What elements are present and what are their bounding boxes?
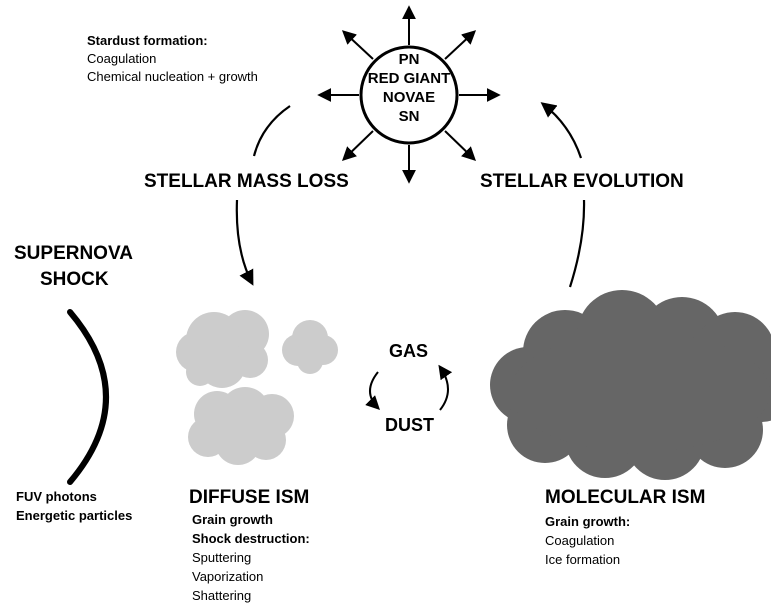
evolution-arrow bbox=[540, 102, 583, 159]
molecular-ism-title: MOLECULAR ISM bbox=[545, 487, 706, 508]
gas-label: GAS bbox=[389, 341, 429, 361]
molecular-cloud-icon bbox=[490, 290, 771, 480]
stardust-heading: Stardust formation: bbox=[87, 33, 208, 48]
diffuse-cloud-icon bbox=[176, 310, 338, 465]
star-burst-icon bbox=[317, 5, 501, 184]
evolution-arc-bottom bbox=[568, 199, 586, 288]
star-line: SN bbox=[398, 108, 420, 125]
diffuse-grain-growth: Grain growth bbox=[192, 512, 273, 527]
shock-destruction-heading: Shock destruction: bbox=[192, 531, 310, 546]
dust-label: DUST bbox=[385, 415, 434, 435]
stardust-item: Coagulation bbox=[87, 51, 157, 66]
mass-loss-arc-top bbox=[252, 105, 291, 157]
destruction-item: Shattering bbox=[192, 588, 252, 603]
molecular-grain-growth: Grain growth: bbox=[545, 514, 631, 529]
gas-dust-cycle-icon bbox=[365, 364, 453, 411]
star-label: PN RED GIANT NOVAE SN bbox=[360, 50, 458, 126]
stardust-item: Chemical nucleation + growth bbox=[87, 69, 258, 84]
fuv-photons-label: FUV photons bbox=[16, 489, 97, 504]
stellar-evolution-label: STELLAR EVOLUTION bbox=[480, 171, 684, 192]
star-line: PN bbox=[398, 51, 420, 68]
molecular-item: Ice formation bbox=[545, 552, 621, 567]
destruction-item: Vaporization bbox=[192, 569, 264, 584]
mass-loss-arrow bbox=[235, 199, 254, 286]
shock-front-icon bbox=[67, 309, 109, 485]
molecular-item: Coagulation bbox=[545, 533, 615, 548]
star-line: RED GIANT bbox=[367, 70, 451, 87]
destruction-item: Sputtering bbox=[192, 550, 252, 565]
supernova-label: SUPERNOVA bbox=[14, 243, 133, 264]
diffuse-ism-title: DIFFUSE ISM bbox=[189, 487, 310, 508]
energetic-particles-label: Energetic particles bbox=[16, 508, 133, 523]
stellar-mass-loss-label: STELLAR MASS LOSS bbox=[144, 171, 349, 192]
shock-label: SHOCK bbox=[40, 269, 109, 290]
star-line: NOVAE bbox=[382, 89, 436, 106]
